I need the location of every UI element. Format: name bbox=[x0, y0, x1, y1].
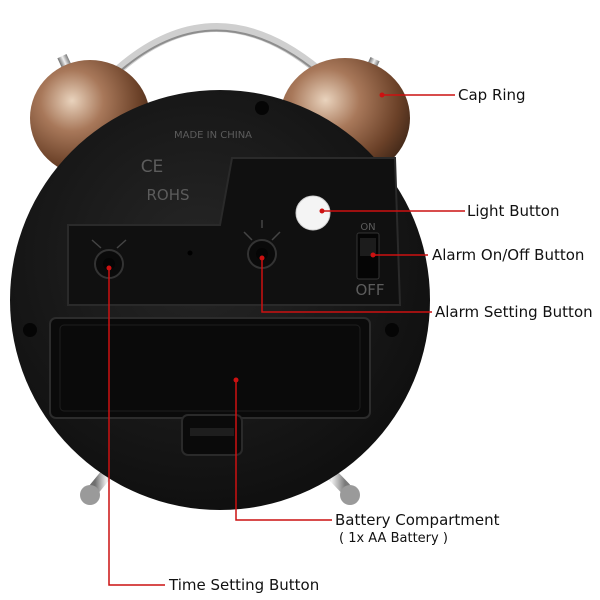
alarm-switch bbox=[356, 232, 380, 280]
switch-on-text: ON bbox=[360, 222, 375, 233]
screw-top bbox=[255, 101, 269, 115]
alarm-setting-knob bbox=[243, 220, 281, 269]
made-in-text: MADE IN CHINA bbox=[174, 130, 252, 141]
time-setting-line bbox=[108, 268, 165, 586]
light-button bbox=[295, 195, 331, 231]
back-panel bbox=[67, 157, 402, 306]
alarm-on-off-button-label: Alarm On/Off Button bbox=[432, 246, 585, 264]
time-setting-button-label: Time Setting Button bbox=[169, 576, 320, 594]
cap-ring-label: Cap Ring bbox=[458, 86, 526, 104]
alarm-setting-button-label: Alarm Setting Button bbox=[435, 303, 593, 321]
battery-compartment-note: ( 1x AA Battery ) bbox=[339, 531, 448, 546]
handle-arc bbox=[113, 23, 323, 75]
time-setting-knob bbox=[91, 239, 127, 279]
callout-lines bbox=[108, 94, 465, 586]
rohs-mark: ROHS bbox=[146, 186, 189, 204]
screw-left bbox=[23, 323, 37, 337]
screw-right bbox=[385, 323, 399, 337]
alarm-setting-line bbox=[261, 258, 432, 313]
battery-compartment-label: Battery Compartment bbox=[335, 511, 500, 529]
battery-line bbox=[235, 380, 332, 521]
light-button-label: Light Button bbox=[467, 202, 560, 220]
callout-dots bbox=[106, 92, 385, 383]
battery-compartment bbox=[49, 317, 371, 419]
switch-off-text: OFF bbox=[355, 281, 384, 299]
ce-mark: CE bbox=[141, 157, 164, 177]
